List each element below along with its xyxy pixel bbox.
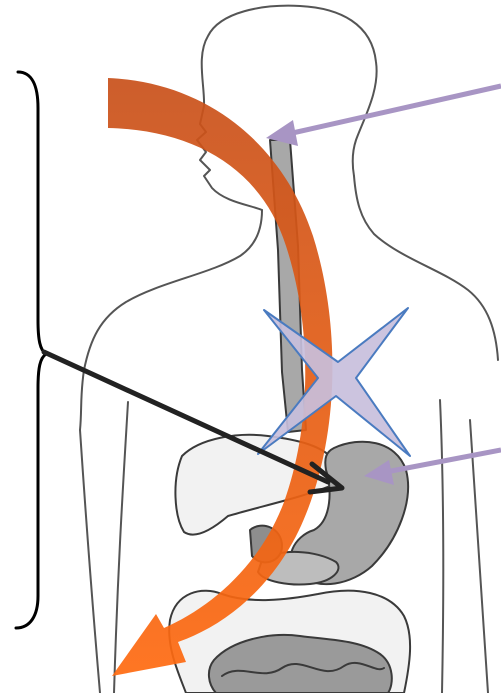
left-arm-line-b bbox=[114, 402, 128, 693]
right-arm-line-a bbox=[440, 400, 443, 693]
bracket-icon bbox=[16, 72, 46, 628]
neck-shoulder-left bbox=[80, 210, 262, 430]
star-x-icon bbox=[258, 308, 410, 456]
left-arm-line-a bbox=[80, 430, 100, 693]
pointer-line-upper bbox=[288, 86, 501, 134]
pointer-line-lower bbox=[386, 450, 501, 472]
right-arm-line-b bbox=[470, 420, 488, 693]
pointer-arrow-upper bbox=[266, 86, 501, 146]
